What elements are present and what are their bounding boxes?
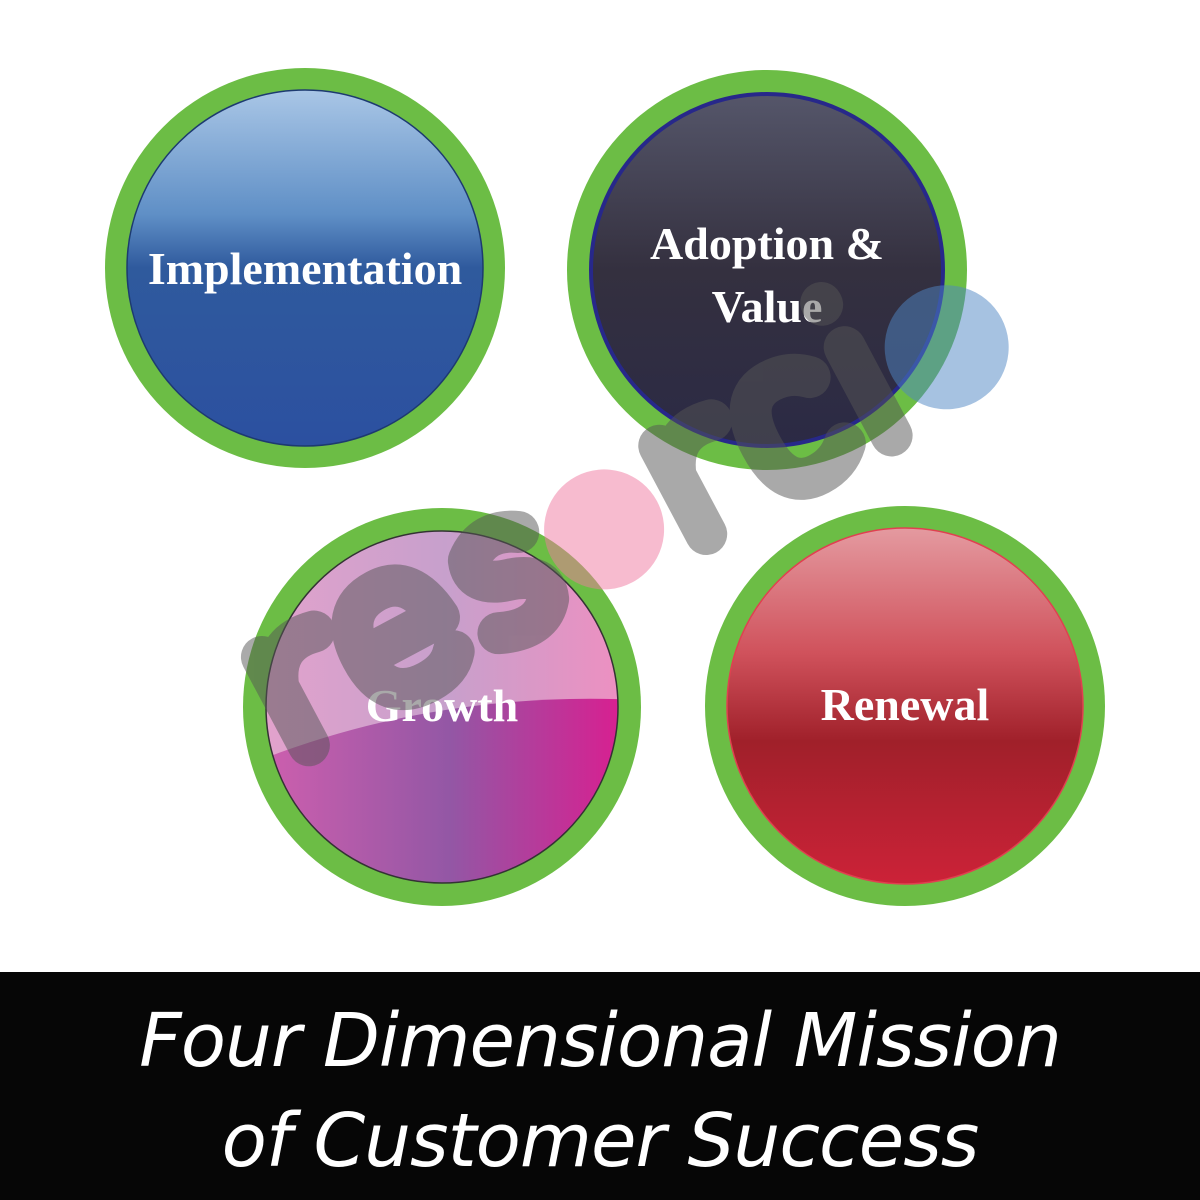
watermark-blue-o-icon	[884, 285, 1009, 410]
title-band	[0, 972, 1200, 1200]
label-renewal: Renewal	[821, 679, 990, 730]
title-line-2: of Customer Success	[221, 1098, 980, 1184]
title-line-1: Four Dimensional Mission	[139, 998, 1062, 1084]
label-adoption: Adoption &	[650, 218, 884, 269]
label-implementation: Implementation	[148, 243, 462, 294]
watermark-logo	[240, 281, 1009, 767]
watermark-letters	[240, 281, 913, 767]
watermark-pink-o-icon	[544, 469, 665, 590]
circle-implementation: Implementation	[105, 68, 505, 468]
circle-renewal: Renewal	[705, 506, 1105, 906]
